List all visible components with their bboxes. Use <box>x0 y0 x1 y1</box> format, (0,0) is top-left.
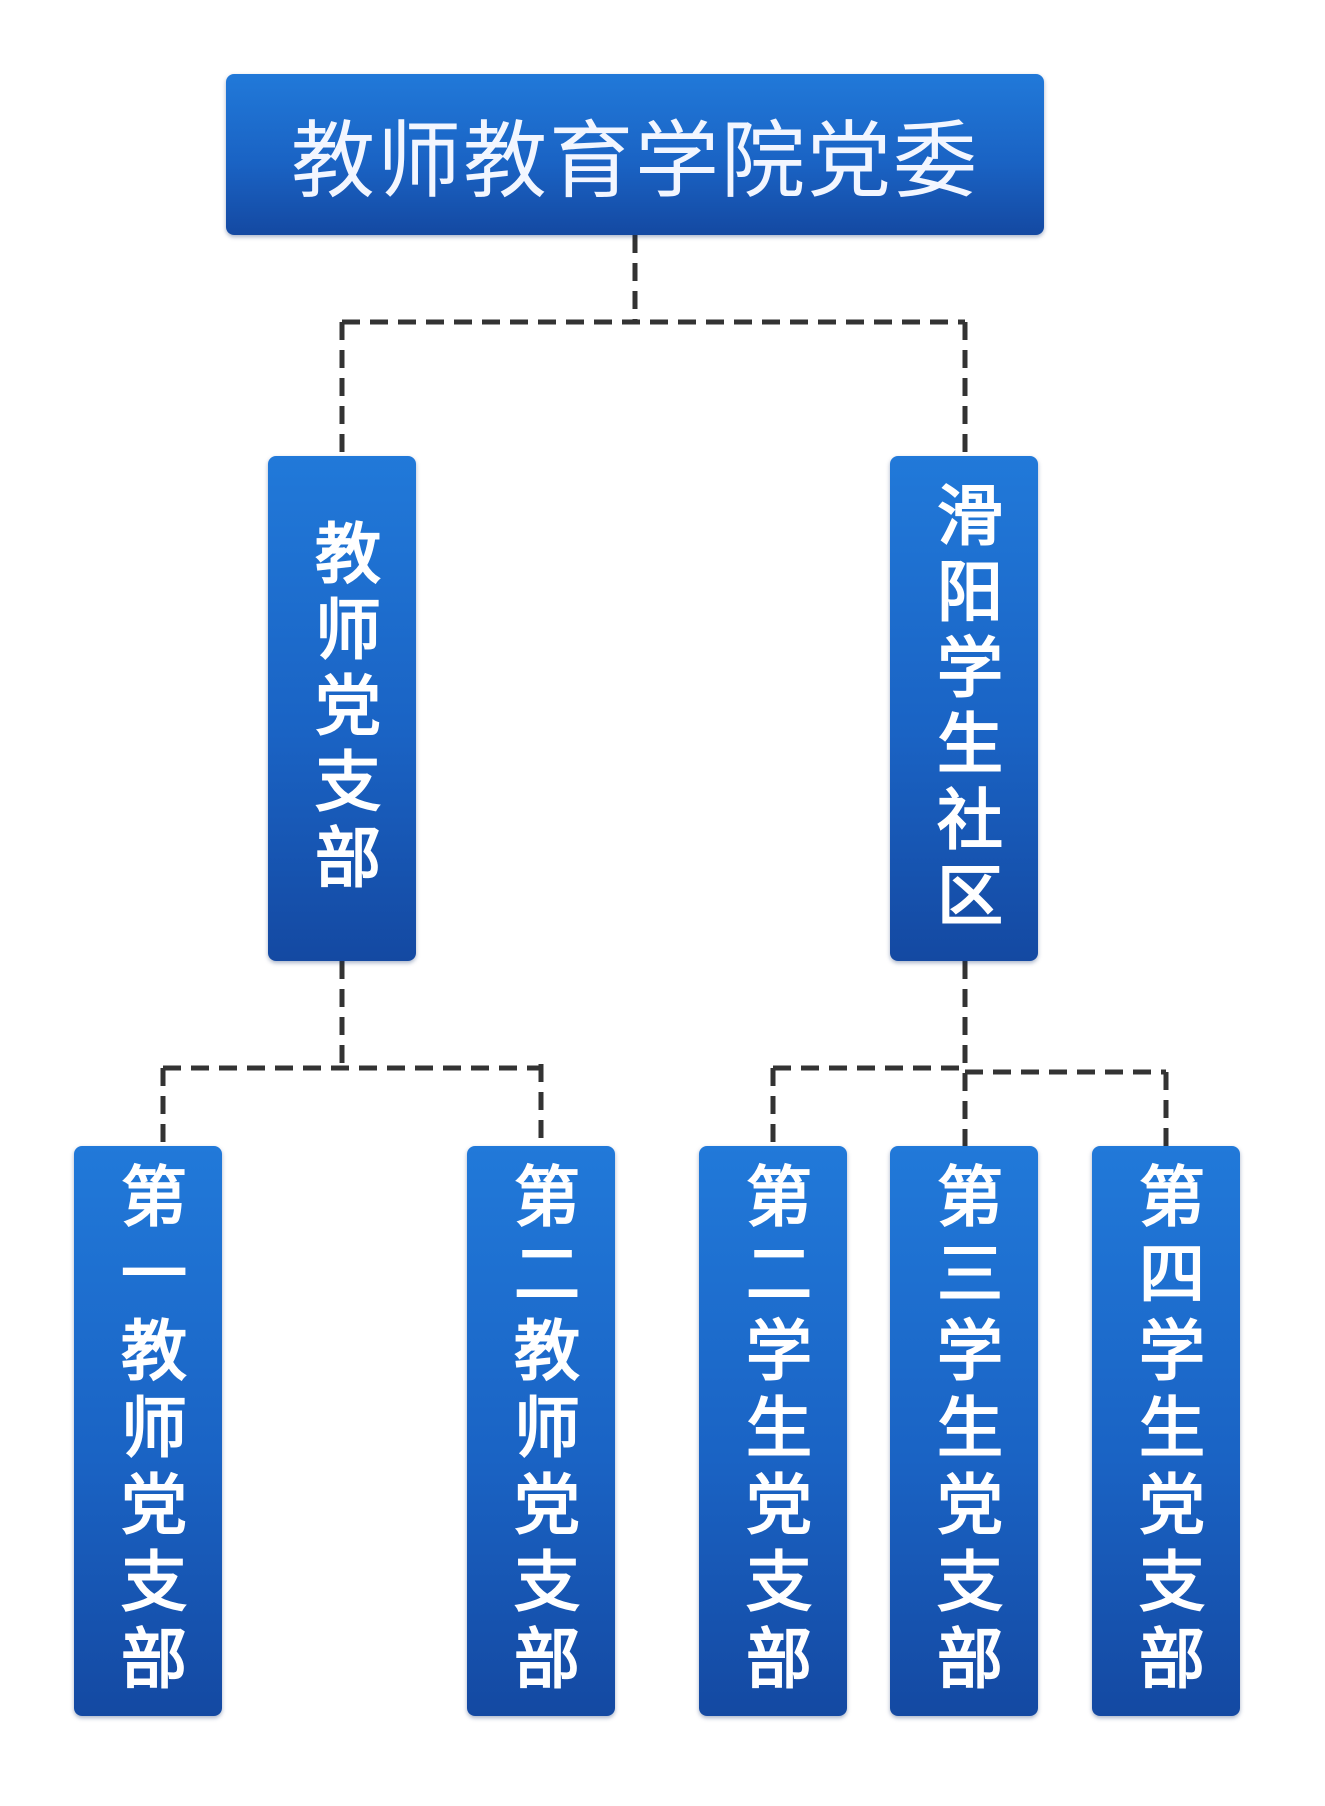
leaf-node-second-student-branch: 第二学生党支部 <box>699 1146 847 1716</box>
branch-node-teacher: 教师党支部 <box>268 456 416 961</box>
leaf-node-fourth-student-branch: 第四学生党支部 <box>1092 1146 1240 1716</box>
branch-node-teacher-label: 教师党支部 <box>304 518 381 899</box>
branch-node-student-community: 滑阳学生社区 <box>890 456 1038 961</box>
leaf-node-label: 第二教师党支部 <box>503 1161 580 1701</box>
leaf-node-label: 第四学生党支部 <box>1128 1161 1205 1701</box>
leaf-node-second-teacher-branch: 第二教师党支部 <box>467 1146 615 1716</box>
leaf-node-label: 第二学生党支部 <box>735 1161 812 1701</box>
root-node-label: 教师教育学院党委 <box>290 112 979 210</box>
leaf-node-first-teacher-branch: 第一教师党支部 <box>74 1146 222 1716</box>
branch-node-community-label: 滑阳学生社区 <box>926 480 1003 937</box>
leaf-node-label: 第一教师党支部 <box>110 1161 187 1701</box>
leaf-node-third-student-branch: 第三学生党支部 <box>890 1146 1038 1716</box>
root-node-party-committee: 教师教育学院党委 <box>226 74 1044 235</box>
leaf-node-label: 第三学生党支部 <box>926 1161 1003 1701</box>
